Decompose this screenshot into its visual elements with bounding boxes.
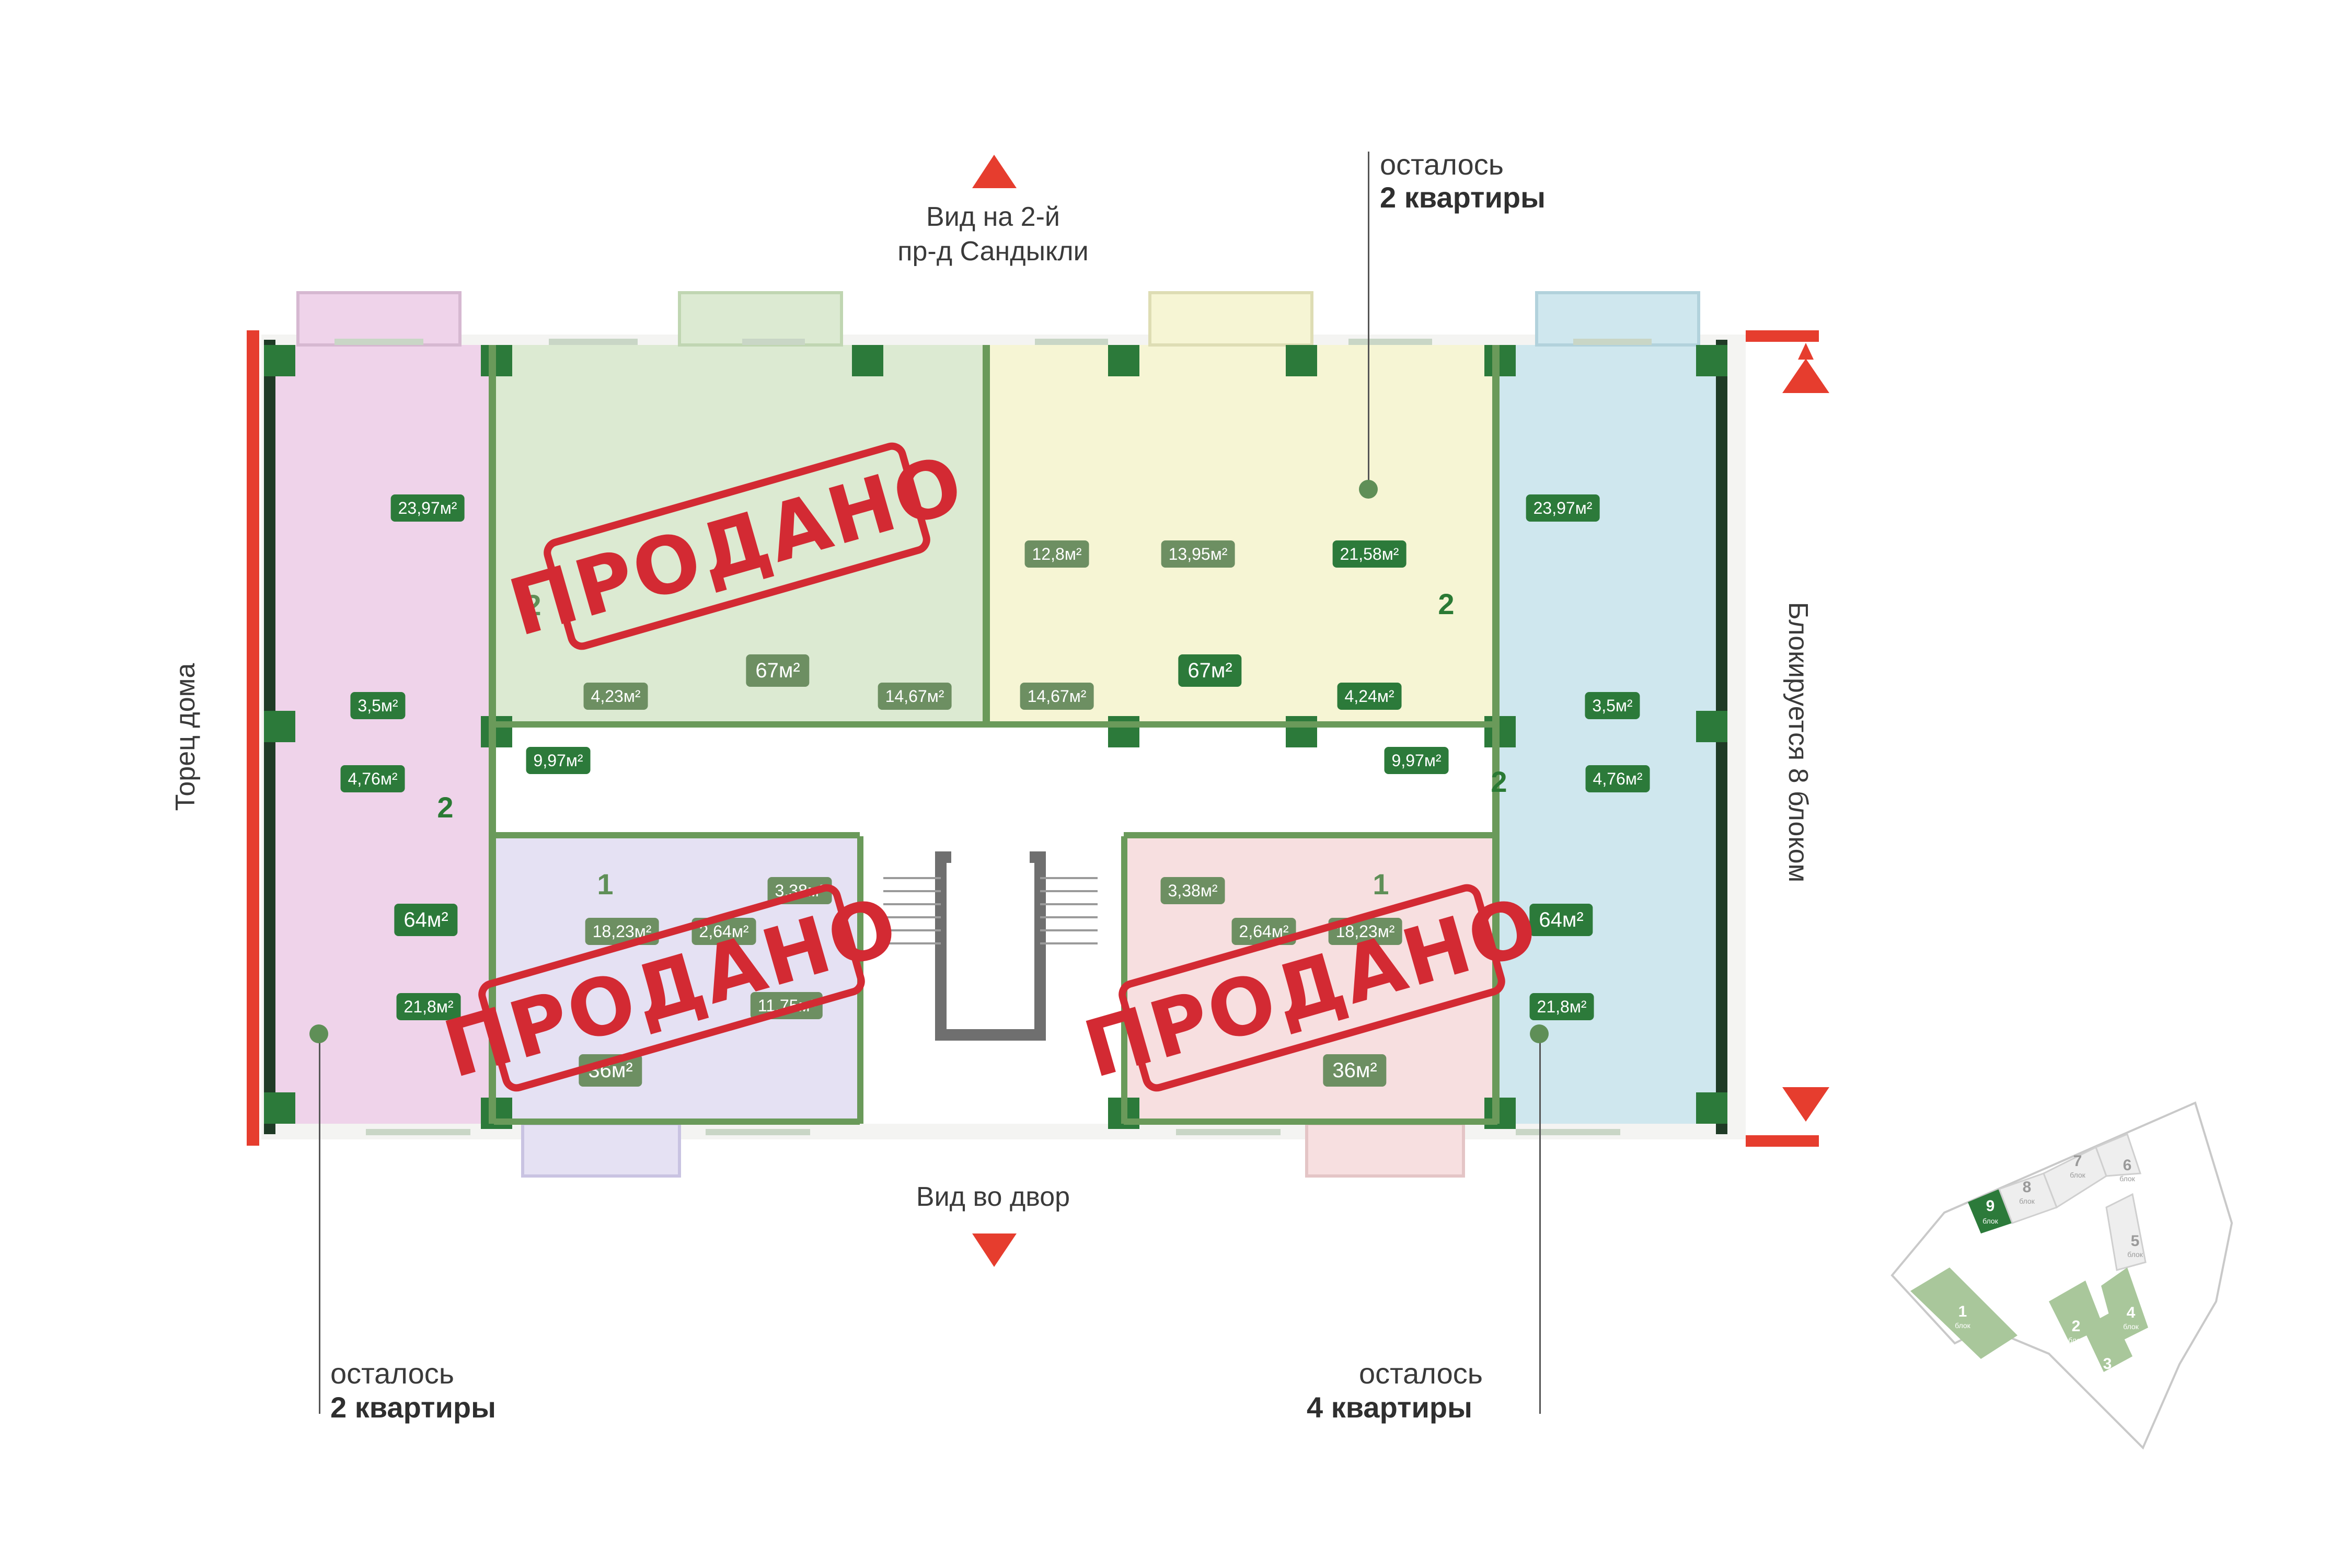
area-tag: 3,5м² [350,692,406,719]
left-side-label: Торец дома [170,663,201,811]
area-tag: 13,95м² [1161,540,1235,568]
site-block-5 [2105,1193,2147,1271]
balcony-top-left [678,291,843,347]
total-area-tag: 36м² [579,1054,642,1087]
wall-pillars [264,345,1727,1129]
area-tag: 21,8м² [396,993,461,1020]
area-tag: 2,64м² [691,918,756,945]
site-block-5-num[interactable]: 5 [2130,1232,2140,1250]
area-tag: 4,76м² [1585,765,1650,792]
site-block-1-num[interactable]: 1 [1958,1303,1967,1320]
callout-bottom-right-dot [1530,1024,1549,1043]
site-block-1 [1910,1267,2017,1359]
site-block-9-num[interactable]: 9 [1986,1197,1995,1215]
total-area-tag: 36м² [1323,1054,1387,1087]
site-block-6 [2095,1133,2142,1177]
callout-bottom-left-line1: осталось [330,1357,454,1390]
total-area-tag: 67м² [746,654,810,687]
right-side-label: Блокируется 8 блоком [1783,602,1813,883]
callout-bottom-left-dot [309,1024,328,1043]
arrow-down-right-icon [1782,1087,1829,1122]
balcony-left [296,291,462,347]
area-tag: 23,97м² [1526,494,1600,522]
room-count-badge: 1 [1373,868,1389,901]
area-tag: 11,75м² [750,992,823,1019]
area-tag: 2,64м² [1231,918,1296,945]
site-block-2-sub: блок [2068,1336,2084,1344]
area-tag: 21,58м² [1332,540,1406,568]
balcony-bottom-left [521,1122,681,1178]
area-tag: 18,23м² [1328,918,1402,945]
area-tag: 4,23м² [583,683,648,710]
right-arrow-up-icon [1798,343,1814,360]
area-tag: 9,97м² [526,747,591,774]
site-block-6-num[interactable]: 6 [2123,1157,2132,1174]
callout-bottom-right-line2: 4 квартиры [1307,1391,1472,1424]
site-block-1-sub: блок [1955,1321,1970,1330]
room-count-badge: 2 [437,791,454,824]
site-block-7-num[interactable]: 7 [2073,1152,2082,1170]
site-block-3-sub: блок [2100,1374,2115,1382]
area-tag: 4,76м² [340,765,405,792]
right-side-marker-top [1746,330,1819,342]
left-side-marker [247,330,259,1146]
callout-top-right-line1: осталось [1380,148,1504,181]
site-block-2-num[interactable]: 2 [2071,1318,2081,1335]
windows [335,339,1652,1135]
total-area-tag: 64м² [1529,904,1593,936]
room-count-badge: 2 [1491,765,1507,798]
callout-bottom-left-line [319,1043,320,1414]
area-tag: 14,67м² [878,683,952,710]
site-block-7-sub: блок [2070,1171,2085,1179]
arrow-down-icon [972,1233,1017,1267]
area-tag: 21,8м² [1529,993,1594,1020]
balcony-right [1535,291,1700,347]
site-block-9 [1968,1189,2012,1233]
site-block-5-sub: блок [2127,1250,2143,1259]
callout-bottom-left-line2: 2 квартиры [330,1391,496,1424]
arrow-up-icon [972,155,1017,188]
site-block-4-num[interactable]: 4 [2126,1304,2136,1321]
area-tag: 14,67м² [1020,683,1094,710]
apartment-top-left-bg [494,345,985,727]
total-area-tag: 64м² [394,904,458,936]
balcony-top-right [1148,291,1313,347]
callout-top-right-line2: 2 квартиры [1380,181,1546,214]
site-block-4-sub: блок [2123,1322,2139,1331]
site-block-3-num[interactable]: 3 [2103,1355,2112,1373]
site-map [1890,1101,2233,1450]
balcony-bottom-right [1305,1122,1465,1178]
room-count-badge: 2 [1438,587,1455,620]
site-block-6-sub: блок [2119,1174,2135,1183]
area-tag: 9,97м² [1384,747,1449,774]
interior-walls [489,345,1500,1125]
site-block-8-sub: блок [2019,1197,2035,1205]
room-count-badge: 2 [525,589,541,621]
view-bottom-label: Вид во двор [916,1182,1070,1212]
callout-bottom-right-line1: осталось [1359,1357,1483,1390]
site-block-9-sub: блок [1982,1217,1998,1225]
stairwell [860,836,1124,1124]
arrow-up-right-icon [1782,359,1829,393]
room-count-badge: 1 [597,868,614,901]
site-block-8-num[interactable]: 8 [2022,1179,2032,1196]
right-side-marker-bottom [1746,1135,1819,1147]
area-tag: 3,38м² [1160,877,1225,904]
callout-top-right-line [1368,152,1369,486]
area-tag: 12,8м² [1024,540,1089,568]
callout-top-right-dot [1359,480,1378,499]
view-top-label: Вид на 2-й пр-д Сандыкли [897,202,1089,267]
corridor [494,727,1497,836]
area-tag: 18,23м² [585,918,659,945]
area-tag: 23,97м² [390,494,465,522]
area-tag: 3,5м² [1585,692,1640,719]
area-tag: 4,24м² [1337,683,1402,710]
total-area-tag: 67м² [1178,654,1242,687]
area-tag: 3,38м² [767,877,832,904]
site-block-2 [2049,1281,2104,1343]
callout-bottom-right-line [1539,1043,1541,1414]
